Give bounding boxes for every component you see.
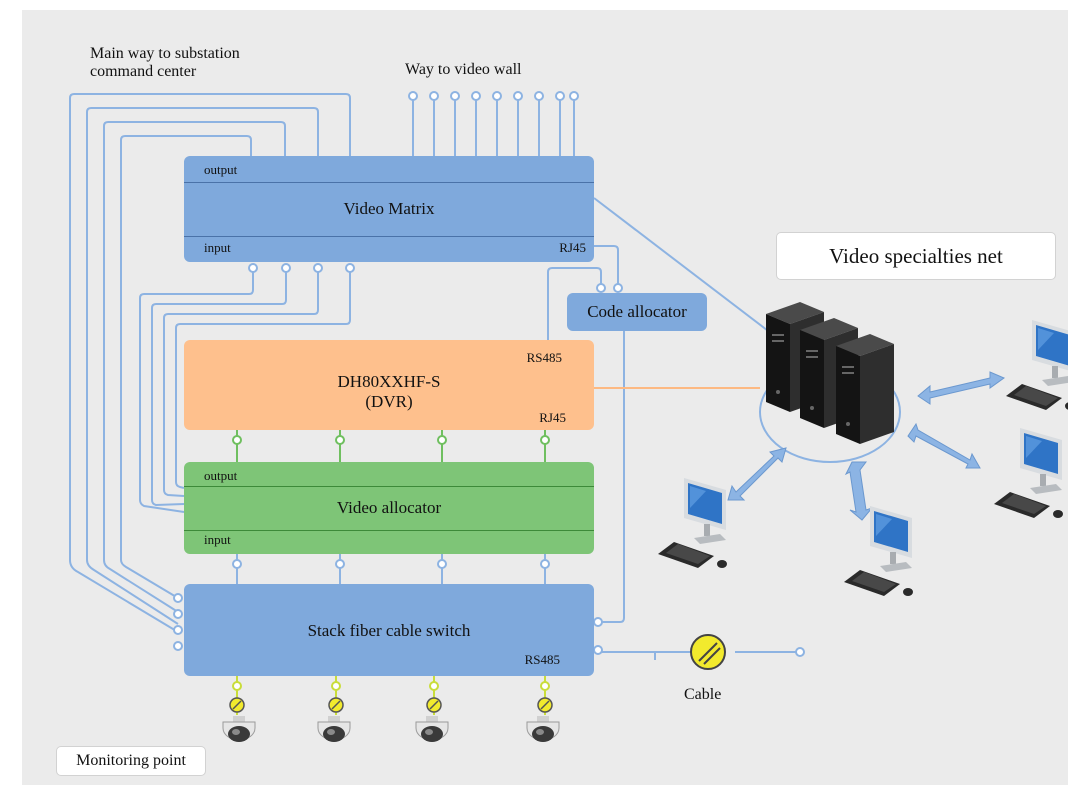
main-way-label-line2: command center xyxy=(90,63,197,80)
allocator-bottom-divider xyxy=(184,530,594,531)
switch-title: Stack fiber cable switch xyxy=(307,621,471,640)
network-callout: Video specialties net xyxy=(776,232,1056,280)
allocator-input-label: input xyxy=(204,532,231,547)
allocator-top-divider xyxy=(184,486,594,487)
matrix-rj45-label: RJ45 xyxy=(559,240,586,255)
dvr-rs485-label: RS485 xyxy=(526,350,562,365)
matrix-input-label: input xyxy=(204,240,231,255)
allocator-title: Video allocator xyxy=(336,498,442,517)
matrix-title: Video Matrix xyxy=(343,199,435,218)
code-allocator-box: Code allocator xyxy=(567,293,707,331)
matrix-output-label: output xyxy=(204,162,238,177)
dvr-rj45-label: RJ45 xyxy=(539,410,566,425)
video-matrix-box: output Video Matrix input RJ45 xyxy=(184,156,594,262)
switch-rs485-label: RS485 xyxy=(524,652,560,667)
dvr-box: RS485 DH80XXHF-S (DVR) RJ45 xyxy=(184,340,594,430)
video-allocator-box: output Video allocator input xyxy=(184,462,594,554)
fiber-switch-box: Stack fiber cable switch RS485 xyxy=(184,584,594,676)
monitoring-point-callout: Monitoring point xyxy=(56,746,206,776)
video-wall-label: Way to video wall xyxy=(405,61,522,78)
matrix-top-divider xyxy=(184,182,594,183)
dvr-title-line1: DH80XXHF-S xyxy=(337,372,441,391)
matrix-bottom-divider xyxy=(184,236,594,237)
main-way-label-line1: Main way to substation xyxy=(90,45,240,62)
dvr-title-line2: (DVR) xyxy=(365,392,413,411)
cable-label: Cable xyxy=(684,686,722,703)
allocator-output-label: output xyxy=(204,468,238,483)
